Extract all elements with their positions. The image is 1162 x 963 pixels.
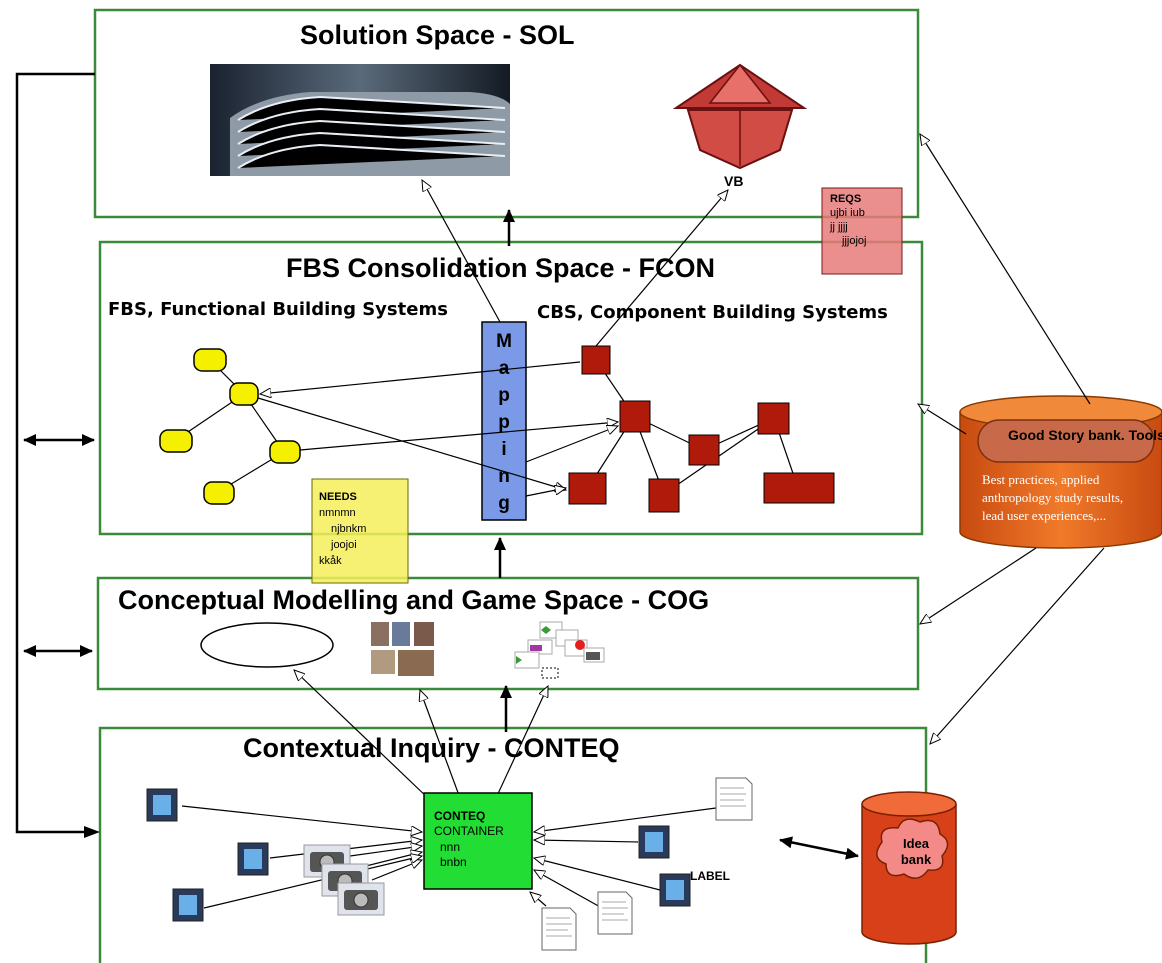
story-bank-text-line: anthropology study results, — [982, 490, 1123, 505]
mapping-arrows — [257, 361, 618, 497]
vb-house-icon — [672, 63, 808, 170]
document-icon — [541, 907, 577, 951]
story-bank-text-line: Best practices, applied — [982, 472, 1100, 487]
story-bank-cylinder — [959, 395, 1162, 549]
needs-note — [311, 478, 409, 584]
cbs-nodes — [568, 345, 835, 513]
conteq-to-cog-arrows — [294, 670, 549, 801]
reqs-note-line: jjjojoj — [841, 235, 866, 247]
document-icon — [715, 777, 753, 821]
mapping-letter: n — [498, 466, 510, 487]
solution-space-title: Solution Space - SOL — [300, 20, 575, 50]
conceptual-modelling-space-title: Conceptual Modelling and Game Space - CO… — [118, 585, 709, 615]
cbs-to-vb-arrow — [595, 190, 728, 347]
fbs-consolidation-space-title: FBS Consolidation Space - FCON — [286, 253, 715, 283]
conteq-container — [423, 792, 533, 890]
conteq-label: LABEL — [690, 869, 730, 883]
container-line: bnbn — [440, 855, 467, 869]
reqs-note-title: REQS — [830, 193, 861, 205]
mapping-bar — [481, 321, 527, 521]
camera-icon — [337, 882, 385, 916]
concept-ellipse — [200, 622, 334, 668]
video-clip-icon — [237, 842, 269, 876]
mapping-to-building-arrow — [422, 180, 501, 323]
container-line: nnn — [440, 840, 460, 854]
story-bank-title: Good Story bank. Tools. — [1008, 427, 1162, 443]
needs-note-line: nmnmn — [319, 507, 356, 519]
photo-collage-thumbnail — [371, 622, 434, 676]
mapping-letter: p — [498, 412, 510, 433]
container-line: CONTEQ — [434, 809, 485, 823]
container-line: CONTAINER — [434, 824, 504, 838]
mapping-letter: i — [501, 439, 506, 460]
needs-note-line: kkåk — [319, 555, 342, 567]
mapping-letter: g — [498, 493, 510, 514]
vb-label: VB — [724, 173, 743, 189]
document-icon — [597, 891, 633, 935]
needs-note-title: NEEDS — [319, 491, 357, 503]
video-clip-icon — [172, 888, 204, 922]
fbs-label: FBS, Functional Building Systems — [108, 299, 448, 320]
mapping-letter: a — [499, 358, 510, 379]
contextual-inquiry-space-title: Contextual Inquiry - CONTEQ — [243, 733, 620, 763]
conteq-ideabank-double-arrow — [779, 836, 859, 860]
reqs-note-line: ujbi iub — [830, 207, 865, 219]
idea-bank-label: bank — [901, 852, 932, 867]
reqs-note — [821, 187, 903, 275]
fbs-nodes — [159, 348, 301, 505]
idea-bank-label: Idea — [903, 836, 930, 851]
video-clip-icon — [146, 788, 178, 822]
conteq-arrowhead — [84, 826, 100, 838]
cbs-label: CBS, Component Building Systems — [537, 302, 888, 323]
building-photo — [210, 64, 510, 176]
video-clip-icon — [659, 873, 691, 907]
story-bank-arrows — [918, 134, 1105, 744]
document-text-lines — [546, 787, 746, 937]
story-bank-text-line: lead user experiences,... — [982, 508, 1106, 523]
needs-note-line: joojoi — [330, 539, 357, 551]
mapping-letter: M — [496, 331, 512, 352]
video-clip-icon — [638, 825, 670, 859]
idea-bank-cylinder — [861, 791, 957, 945]
left-feedback-line — [15, 72, 96, 834]
reqs-note-line: jj jjjj — [829, 221, 848, 233]
mapping-letter: p — [498, 385, 510, 406]
needs-note-line: njbnkm — [331, 523, 366, 535]
game-diagram-thumbnail — [514, 621, 605, 679]
